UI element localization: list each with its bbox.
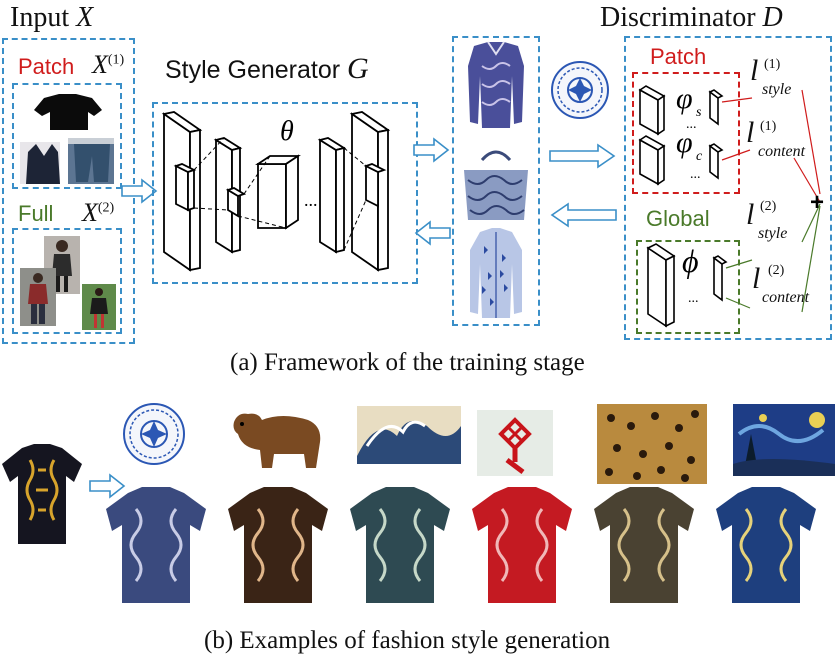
theta-label: θ [280, 116, 294, 147]
phi-s-subscript: s [696, 105, 702, 120]
result-shirt-knot [472, 487, 572, 603]
patch-discriminator-box [632, 72, 740, 194]
black-shirt-image [34, 94, 102, 130]
arrow-discriminator-to-clothes [550, 202, 617, 228]
arrow-clothes-to-discriminator [549, 143, 616, 169]
styled-shirt-image [468, 41, 524, 128]
arrow-source-to-results [89, 473, 126, 499]
loss-content-1-sub: content [758, 143, 806, 160]
global-discriminator-label: Global [646, 206, 710, 231]
result-shirt-porcelain [106, 487, 206, 603]
phi-c-subscript: c [696, 149, 703, 164]
full-thumbnails [20, 236, 116, 330]
loss-content-2: l [752, 262, 761, 295]
result-shirt-bear [228, 487, 328, 603]
generated-items-box [452, 36, 540, 326]
source-shirt-image [2, 444, 82, 544]
input-title: Input X [10, 2, 94, 33]
global-discriminator-box [636, 240, 740, 334]
patch-input-box [12, 83, 122, 189]
loss-content-1-sup: (1) [760, 119, 777, 134]
result-shirts [106, 487, 816, 603]
result-shirt-starry [716, 487, 816, 603]
patch-discriminator-label: Patch [650, 44, 707, 69]
phi-c-symbol: φ [676, 126, 693, 159]
style-chinese-knot-image [477, 410, 553, 476]
result-shirt-wave [350, 487, 450, 603]
generated-items [464, 41, 528, 318]
loss-content-2-sup: (2) [768, 263, 785, 278]
loss-style-2-sub: style [758, 225, 788, 242]
global-dots: ... [688, 291, 699, 306]
generator-title: Style Generator G [165, 52, 369, 85]
result-shirt-leopard [594, 487, 694, 603]
discriminator-box [624, 36, 832, 340]
loss-content-1: l [746, 116, 755, 149]
style-starry-night-image [733, 404, 835, 476]
style-leopard-image [597, 404, 707, 484]
loss-style-2-sup: (2) [760, 199, 777, 214]
caption-b: (b) Examples of fashion style generation [204, 627, 611, 654]
full-input-var: X(2) [82, 198, 115, 227]
porcelain-style-image [551, 61, 609, 119]
phi-symbol: ϕ [682, 243, 699, 279]
generator-network: θ ... [161, 111, 391, 272]
patch-input-label: Patch [18, 54, 75, 79]
discriminator-network: φ s ... φ c ... ϕ ... + [638, 82, 824, 328]
styled-bag-image [464, 150, 528, 220]
arrow-clothes-to-generator [414, 220, 451, 246]
style-wave-image [357, 406, 461, 464]
style-bear-image [233, 413, 321, 468]
caption-a: (a) Framework of the training stage [230, 349, 585, 376]
patch-thumbnails [20, 94, 114, 184]
loss-style-1-sub: style [762, 81, 792, 98]
generator-box [152, 102, 418, 284]
phi-s-symbol: φ [676, 82, 693, 115]
style-porcelain-image [123, 403, 185, 465]
loss-content-2-sub: content [762, 289, 810, 306]
arrow-input-to-generator [121, 178, 158, 204]
patch-dots-1: ... [686, 117, 697, 132]
loss-style-2: l [746, 198, 755, 231]
styled-coat-image [470, 228, 522, 318]
arrow-generator-to-clothes [413, 137, 450, 163]
full-input-label: Full [18, 201, 54, 226]
discriminator-title: Discriminator D [600, 2, 783, 33]
generator-dots: ... [304, 190, 318, 210]
full-input-box [12, 228, 122, 334]
loss-style-1-sup: (1) [764, 57, 781, 72]
patch-dots-2: ... [690, 167, 701, 182]
plus-sign: + [810, 189, 824, 216]
patch-input-var: X(1) [92, 50, 125, 79]
loss-style-1: l [750, 54, 759, 87]
